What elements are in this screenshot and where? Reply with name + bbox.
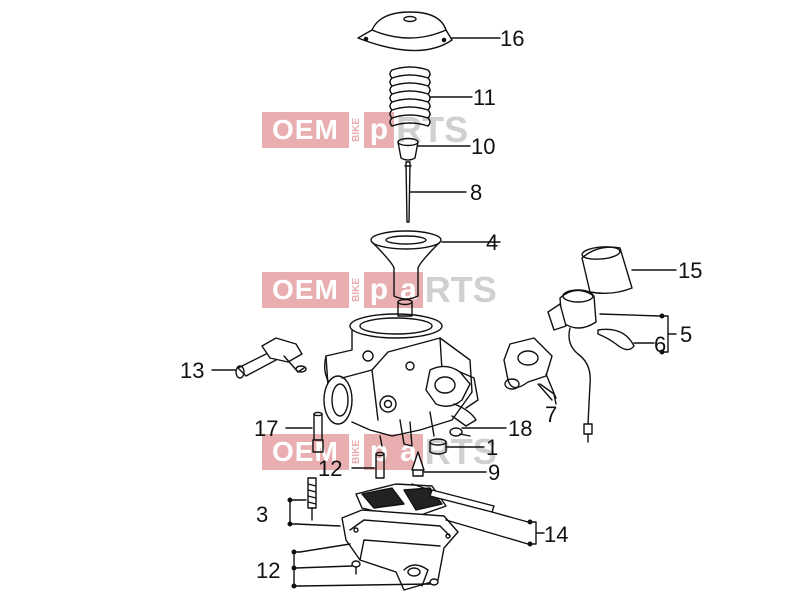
- callout-12-bottom: 12: [256, 558, 280, 583]
- callout-3: 3: [256, 502, 268, 527]
- callout-4: 4: [486, 230, 498, 255]
- float-bowl: [341, 509, 459, 591]
- part-1-nut: [429, 438, 485, 455]
- carburetor-body: [323, 298, 479, 447]
- part-15-sleeve: [581, 246, 677, 295]
- callout-5: 5: [680, 322, 692, 347]
- part-17-jet: [285, 411, 324, 453]
- part-12-small-jet: [351, 451, 385, 479]
- callout-11: 11: [473, 85, 496, 110]
- part-11-spring: [389, 66, 473, 127]
- callout-16: 16: [500, 26, 524, 51]
- callout-6: 6: [654, 332, 666, 357]
- part-13-hose-fitting: [211, 337, 307, 379]
- callout-18: 18: [508, 416, 532, 441]
- part-4-diaphragm-slide: [370, 230, 501, 300]
- callout-14: 14: [544, 522, 568, 547]
- part-14-bracket: [445, 511, 545, 547]
- callout-8: 8: [470, 180, 482, 205]
- callout-12-top: 12: [318, 456, 342, 481]
- callout-9: 9: [488, 460, 500, 485]
- callout-10: 10: [471, 134, 495, 159]
- part-16-cover-cap: [357, 11, 501, 52]
- part-10-retainer: [397, 137, 471, 161]
- callout-1: 1: [486, 435, 498, 460]
- callout-7: 7: [545, 402, 557, 427]
- float: [355, 483, 447, 517]
- part-12-bowl-screws: [291, 543, 439, 589]
- part-6-clip: [597, 328, 655, 351]
- callout-15: 15: [678, 258, 702, 283]
- part-9-float-valve: [411, 451, 487, 477]
- watermark-top: OEM BIKE p RTS: [262, 109, 468, 150]
- part-7-choke-housing: [503, 337, 557, 405]
- part-5-bracket: [599, 313, 677, 355]
- watermark-bottom: OEM BIKE p a RTS: [262, 431, 497, 472]
- callout-13: 13: [180, 358, 204, 383]
- callout-labels: 16 11 10 8 4 15 5 6 13 7 17 18 1 12 9 3 …: [180, 26, 702, 583]
- callout-17: 17: [254, 416, 278, 441]
- auto-choke: [547, 289, 597, 443]
- part-18-screw: [449, 427, 507, 437]
- part-8-needle: [404, 161, 467, 223]
- part-3-idle-screw: [287, 477, 341, 527]
